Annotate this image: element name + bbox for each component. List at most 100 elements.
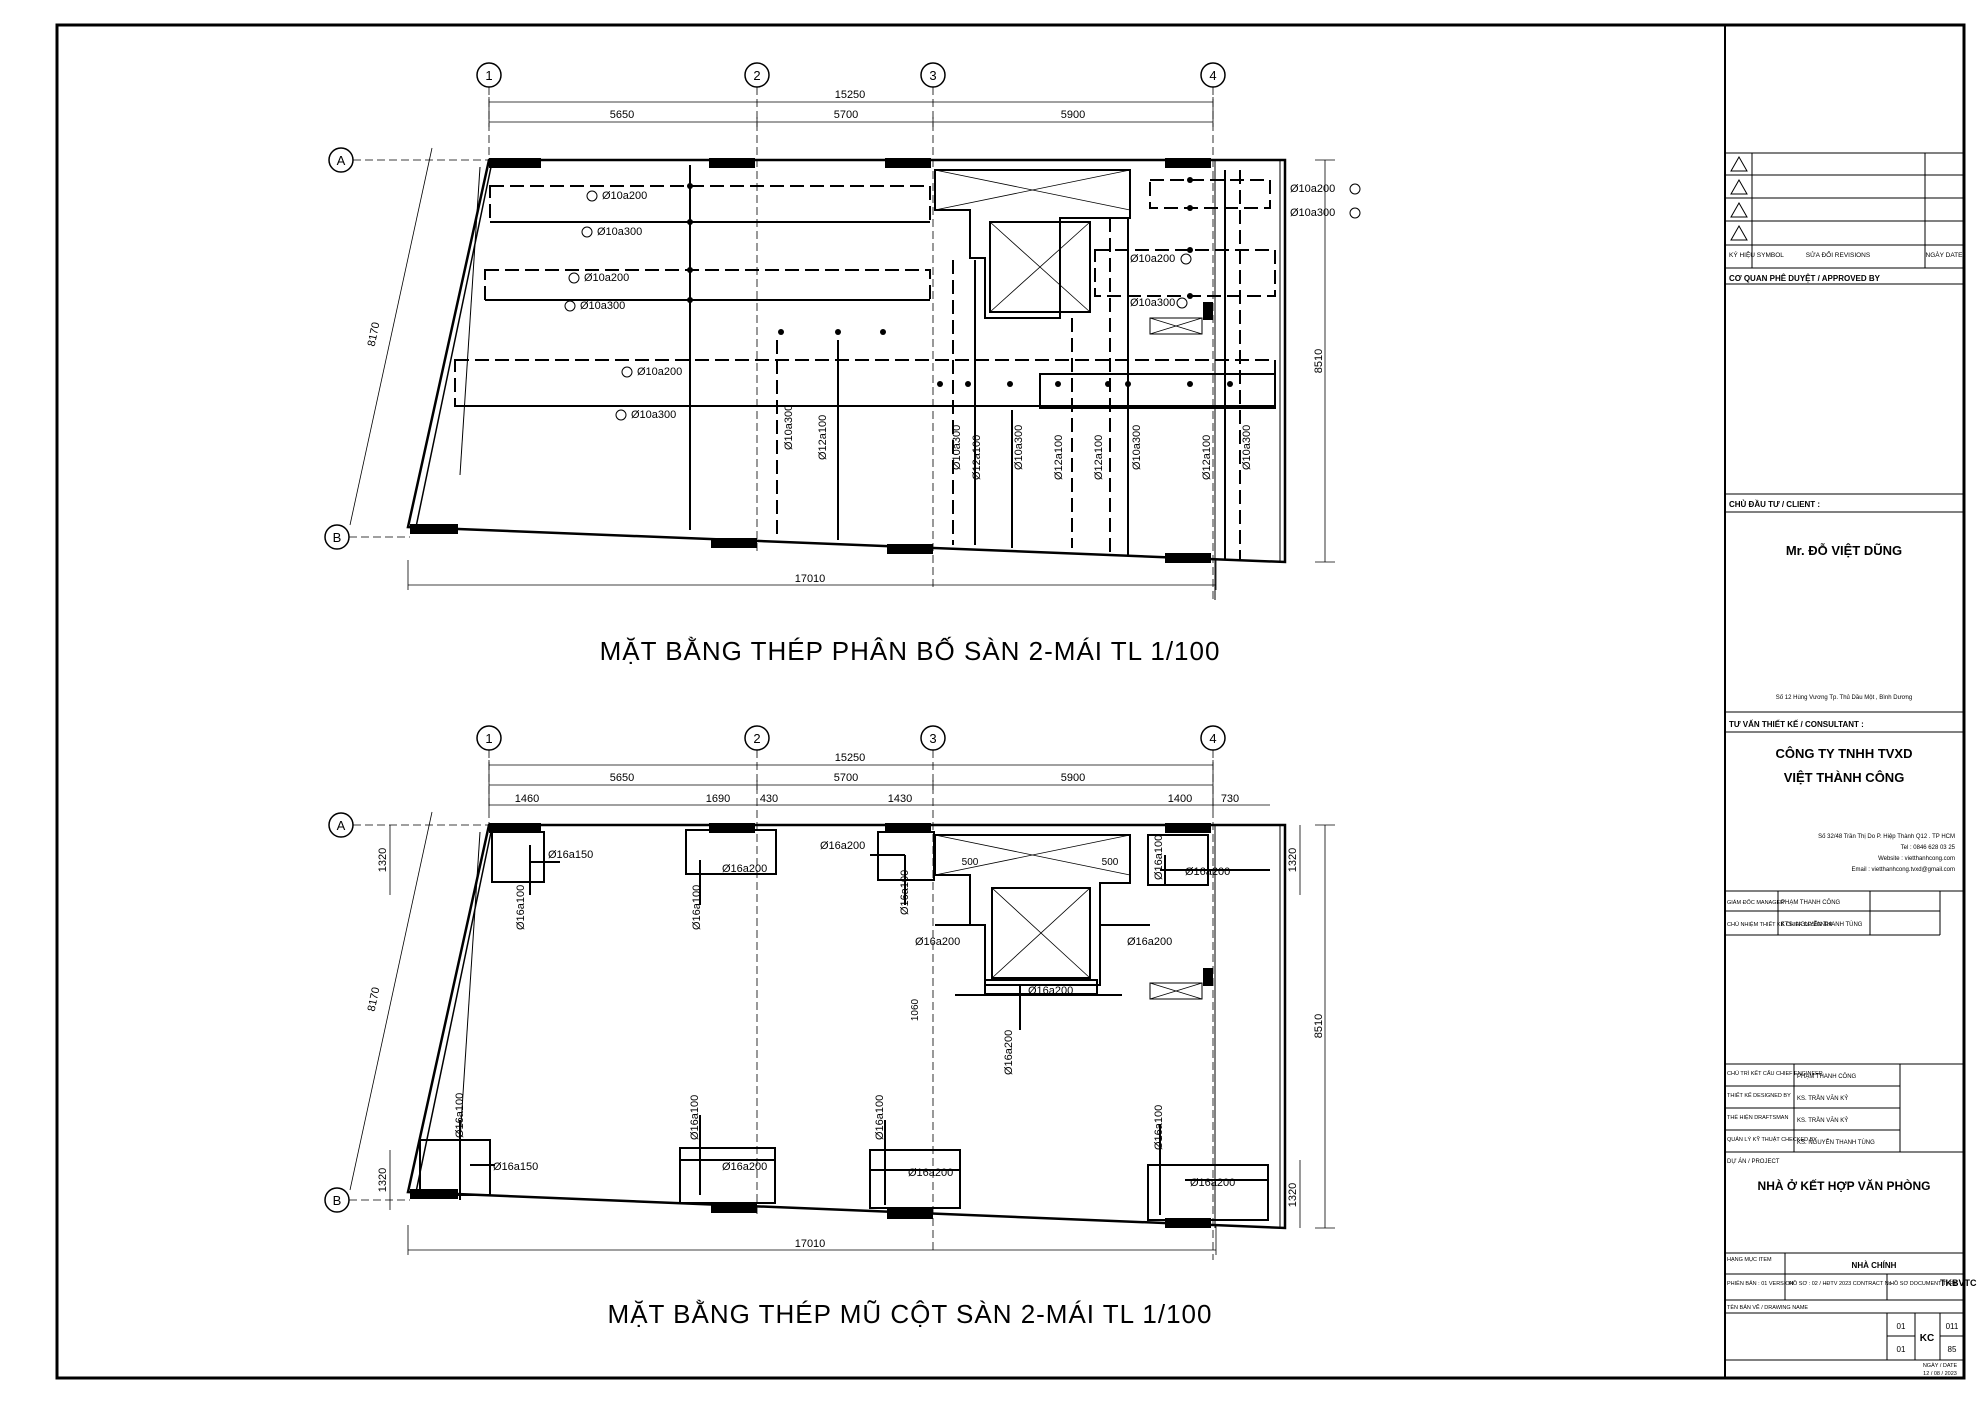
plan-top: 1 2 3 4 A B 15250 5650 [324,62,1361,666]
role-2-label: CHỦ NHIỆM THIẾT KẾ CHIEF DESIGNER [1727,920,1833,928]
cap-rebar-19: Ø16a100 [1153,1105,1165,1150]
dim-bottom-top: 17010 [795,573,826,585]
role-1-name: PHẠM THANH CÔNG [1781,899,1841,906]
dim-side-3: 1320 [377,1168,389,1192]
total-sheets: 85 [1948,1345,1957,1354]
rebar-v-top-7: Ø12a100 [1093,435,1105,480]
sheet-border [55,23,1966,1380]
elevator-core-top [934,169,1203,335]
grid-col-1-top: 1 [485,68,492,83]
cap-rebar-4: Ø16a100 [691,885,703,930]
plan-bottom: 1 2 3 4 A B [324,725,1335,1329]
consultant-info-3: Website : vietthanhcong.com [1878,856,1955,862]
role-6-label: QUẢN LÝ KỸ THUẬT CHECKED BY [1727,1136,1817,1143]
rebar-v-top-5: Ø10a300 [1013,425,1025,470]
plan-top-title: MẶT BẰNG THÉP PHÂN BỐ SÀN 2-MÁI TL 1/100 [600,636,1221,666]
dim-core-2: 500 [1102,857,1119,868]
columns-top [410,158,1213,563]
grid-row-b-top: B [333,530,342,545]
cap-rebar-5: Ø16a200 [820,840,865,852]
consultant-info-2: Tel : 0846 628 03 25 [1901,845,1956,851]
dim-right-top: 8510 [1313,349,1325,373]
cap-rebar-18: Ø16a200 [908,1167,953,1179]
sheet-no: 011 [1946,1322,1959,1331]
consultant-label: TƯ VẤN THIẾT KẾ / CONSULTANT : [1729,719,1864,729]
item-name: NHÀ CHÍNH [1852,1261,1897,1270]
rebar-v-top-2: Ø12a100 [817,415,829,460]
dim-bottom-bottom: 17010 [795,1238,826,1250]
doc-type: TKBVTC [1940,1278,1977,1288]
role-4-name: KS. TRẦN VĂN KỶ [1797,1095,1848,1102]
rebar-label-top-6: Ø10a300 [631,409,676,421]
rebar-v-top-3: Ø10a300 [951,425,963,470]
grid-col-3-top: 3 [929,68,936,83]
rebar-label-top-5: Ø10a200 [637,366,682,378]
role-6-name: KS. NGUYỄN THANH TÙNG [1797,1139,1875,1146]
dim-sub-6: 730 [1221,793,1239,805]
grid-col-4-bottom: 4 [1209,731,1216,746]
dim-overall-top: 15250 [835,89,866,101]
version-label: PHIÊN BẢN : 01 VERSION [1727,1279,1794,1287]
cap-rebar-16: Ø16a200 [722,1161,767,1173]
client-name: Mr. ĐỖ VIỆT DŨNG [1786,543,1902,558]
grid-col-2-bottom: 2 [753,731,760,746]
dim-sub-3: 430 [760,793,778,805]
rebar-v-top-6: Ø12a100 [1053,435,1065,480]
dim-left-top: 8170 [366,321,383,347]
rebar-horizontal-top [454,179,1276,409]
role-2-name: KTS. NGUYỄN THANH TÙNG [1781,921,1863,928]
drawing-name-label: TÊN BẢN VẼ / DRAWING NAME [1727,1303,1808,1311]
dim-side-4: 1320 [1287,1183,1299,1207]
cap-rebar-17: Ø16a100 [874,1095,886,1140]
rebar-labels-top: Ø10a200 Ø10a300 Ø10a200 Ø10a300 Ø10a200 … [564,183,1361,480]
dim-left-bottom: 8170 [366,986,383,1012]
cap-rebar-10: Ø16a200 [1127,936,1172,948]
dim-span-3-top: 5900 [1061,109,1085,121]
dim-core-1: 500 [962,857,979,868]
cap-rebar-6: Ø16a100 [899,870,911,915]
column-head-rebars [419,829,1270,1221]
plan-bottom-title: MẶT BẰNG THÉP MŨ CỘT SÀN 2-MÁI TL 1/100 [608,1299,1213,1329]
role-3-label: CHỦ TRÌ KẾT CẤU CHIEF ENGINEER [1727,1070,1823,1077]
rev-revisions-header: SỬA ĐỔI REVISIONS [1806,250,1871,259]
grid-col-4-top: 4 [1209,68,1216,83]
rebar-label-top-8: Ø10a300 [1290,207,1335,219]
item-label: HẠNG MỤC ITEM [1727,1257,1772,1263]
rebar-label-top-3: Ø10a200 [584,272,629,284]
grid-bubbles-bottom: 1 2 3 4 A B [324,725,1226,1213]
contract-label: HỒ SƠ : 02 / HĐTV 2023 CONTRACT No [1789,1280,1892,1287]
rebar-label-top-1: Ø10a200 [602,190,647,202]
approved-by-label: CƠ QUAN PHÊ DUYỆT / APPROVED BY [1729,274,1881,283]
rebar-v-top-10: Ø10a300 [1241,425,1253,470]
dim-side-2: 1320 [1287,848,1299,872]
rebar-v-top-8: Ø10a300 [1131,425,1143,470]
dim-span-1-bottom: 5650 [610,772,634,784]
rebar-v-top-4: Ø12a100 [971,435,983,480]
sheet-a: 01 [1897,1322,1906,1331]
rebar-v-top-9: Ø12a100 [1201,435,1213,480]
cap-rebar-1: Ø16a150 [548,849,593,861]
cap-rebar-9: Ø16a200 [915,936,960,948]
rev-symbol-header: KÝ HIỆU SYMBOL [1729,250,1784,259]
dim-core-3: 1060 [910,998,921,1021]
cap-rebar-13: Ø16a100 [454,1093,466,1138]
project-label: DỰ ÁN / PROJECT [1727,1158,1780,1165]
title-block: KÝ HIỆU SYMBOL SỬA ĐỔI REVISIONS NGÀY DA… [1725,152,1977,1377]
cap-rebar-12: Ø16a200 [1003,1030,1015,1075]
rebar-v-top-1: Ø10a300 [783,405,795,450]
dim-span-2-top: 5700 [834,109,858,121]
cap-rebar-8: Ø16a200 [1185,866,1230,878]
dim-sub-2: 1690 [706,793,730,805]
grid-col-1-bottom: 1 [485,731,492,746]
date-value: 12 / 08 / 2023 [1923,1371,1957,1377]
rebar-labels-bottom: Ø16a150 Ø16a100 Ø16a200 Ø16a100 Ø16a200 … [454,835,1235,1189]
dim-side-1: 1320 [377,848,389,872]
dim-sub-1: 1460 [515,793,539,805]
slab-outline-bottom [406,823,1287,1230]
rebar-label-top-7: Ø10a200 [1290,183,1335,195]
cap-rebar-3: Ø16a200 [722,863,767,875]
rebar-label-top-10: Ø10a300 [1130,297,1175,309]
slab-outline-top [406,158,1287,600]
client-address: Số 12 Hùng Vương Tp. Thủ Dầu Một , Bình … [1776,694,1912,701]
